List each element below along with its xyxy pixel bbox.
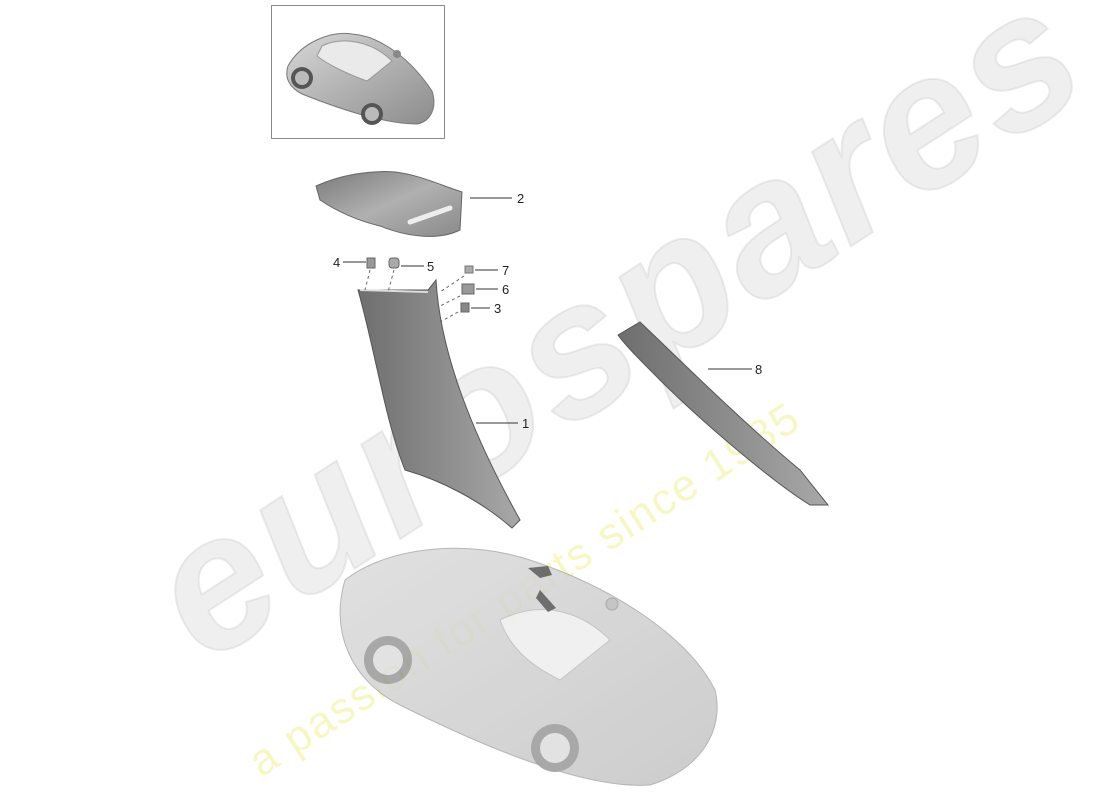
leader-lines — [343, 197, 752, 424]
part-5-fastener — [388, 257, 400, 269]
callout-5[interactable]: 5 — [427, 259, 435, 274]
car-thumbnail-icon — [286, 32, 435, 125]
part-2-upper-cover — [315, 171, 463, 237]
part-4-clip — [366, 257, 376, 269]
clips-group — [364, 257, 475, 323]
callout-8[interactable]: 8 — [755, 362, 763, 377]
part-6-bracket — [461, 283, 475, 295]
callout-7[interactable]: 7 — [502, 263, 510, 278]
callout-4[interactable]: 4 — [333, 255, 341, 270]
vehicle-location-car — [339, 547, 718, 786]
part-1-pillar-trim — [357, 278, 521, 529]
callout-1[interactable]: 1 — [522, 416, 530, 431]
callout-2[interactable]: 2 — [517, 191, 525, 206]
callout-3[interactable]: 3 — [494, 301, 502, 316]
part-7-clip — [464, 265, 474, 274]
callout-6[interactable]: 6 — [502, 282, 510, 297]
vehicle-thumbnail — [271, 5, 445, 139]
part-3-clip — [460, 302, 470, 313]
part-8-a-pillar-trim — [617, 321, 830, 506]
